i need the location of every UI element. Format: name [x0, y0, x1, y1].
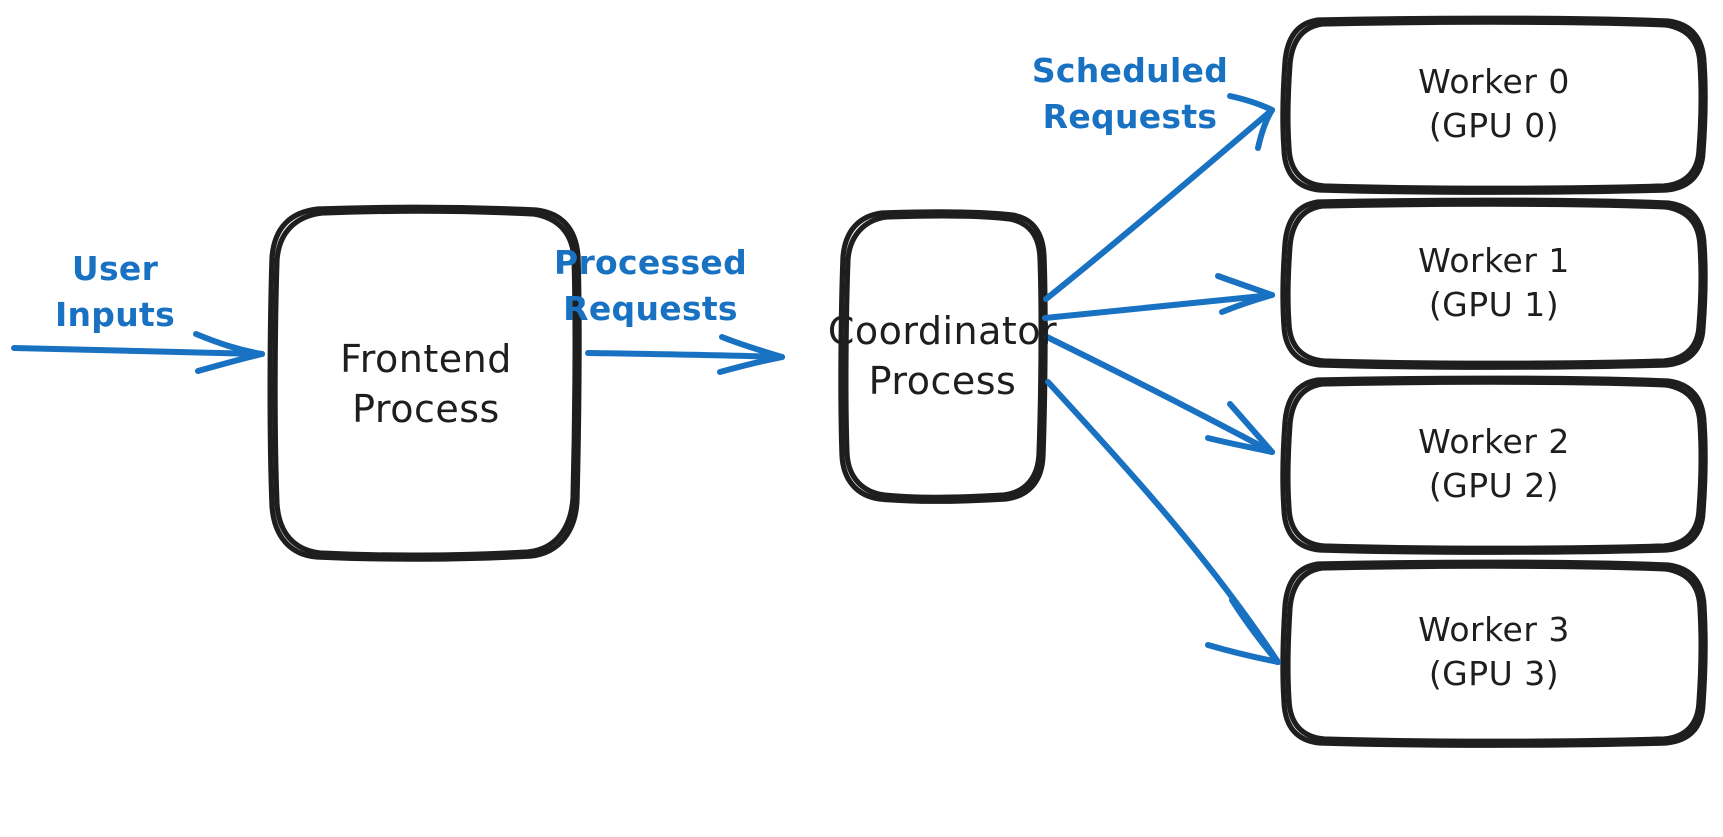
node-shape-worker-1[interactable] — [1280, 197, 1708, 370]
node-worker-1[interactable] — [1283, 200, 1705, 365]
node-shape-coordinator-process[interactable] — [838, 209, 1048, 504]
edge-user-to-frontend — [11, 331, 265, 374]
node-frontend-process[interactable] — [272, 208, 580, 560]
edge-coordinator-to-worker-0 — [1043, 93, 1275, 302]
edge-coordinator-to-worker-2 — [1044, 334, 1275, 455]
node-shape-worker-2[interactable] — [1280, 375, 1708, 555]
node-shape-frontend-process[interactable] — [267, 204, 582, 562]
node-shape-worker-3[interactable] — [1280, 559, 1708, 748]
node-worker-2[interactable] — [1283, 378, 1705, 550]
edge-coordinator-to-worker-1 — [1042, 273, 1275, 321]
node-worker-3[interactable] — [1283, 562, 1705, 742]
node-coordinator-process[interactable] — [840, 212, 1045, 500]
edge-frontend-to-coordinator — [585, 334, 785, 375]
node-worker-0[interactable] — [1283, 18, 1705, 190]
edge-coordinator-to-worker-3 — [1045, 379, 1281, 665]
node-shape-worker-0[interactable] — [1280, 15, 1708, 195]
